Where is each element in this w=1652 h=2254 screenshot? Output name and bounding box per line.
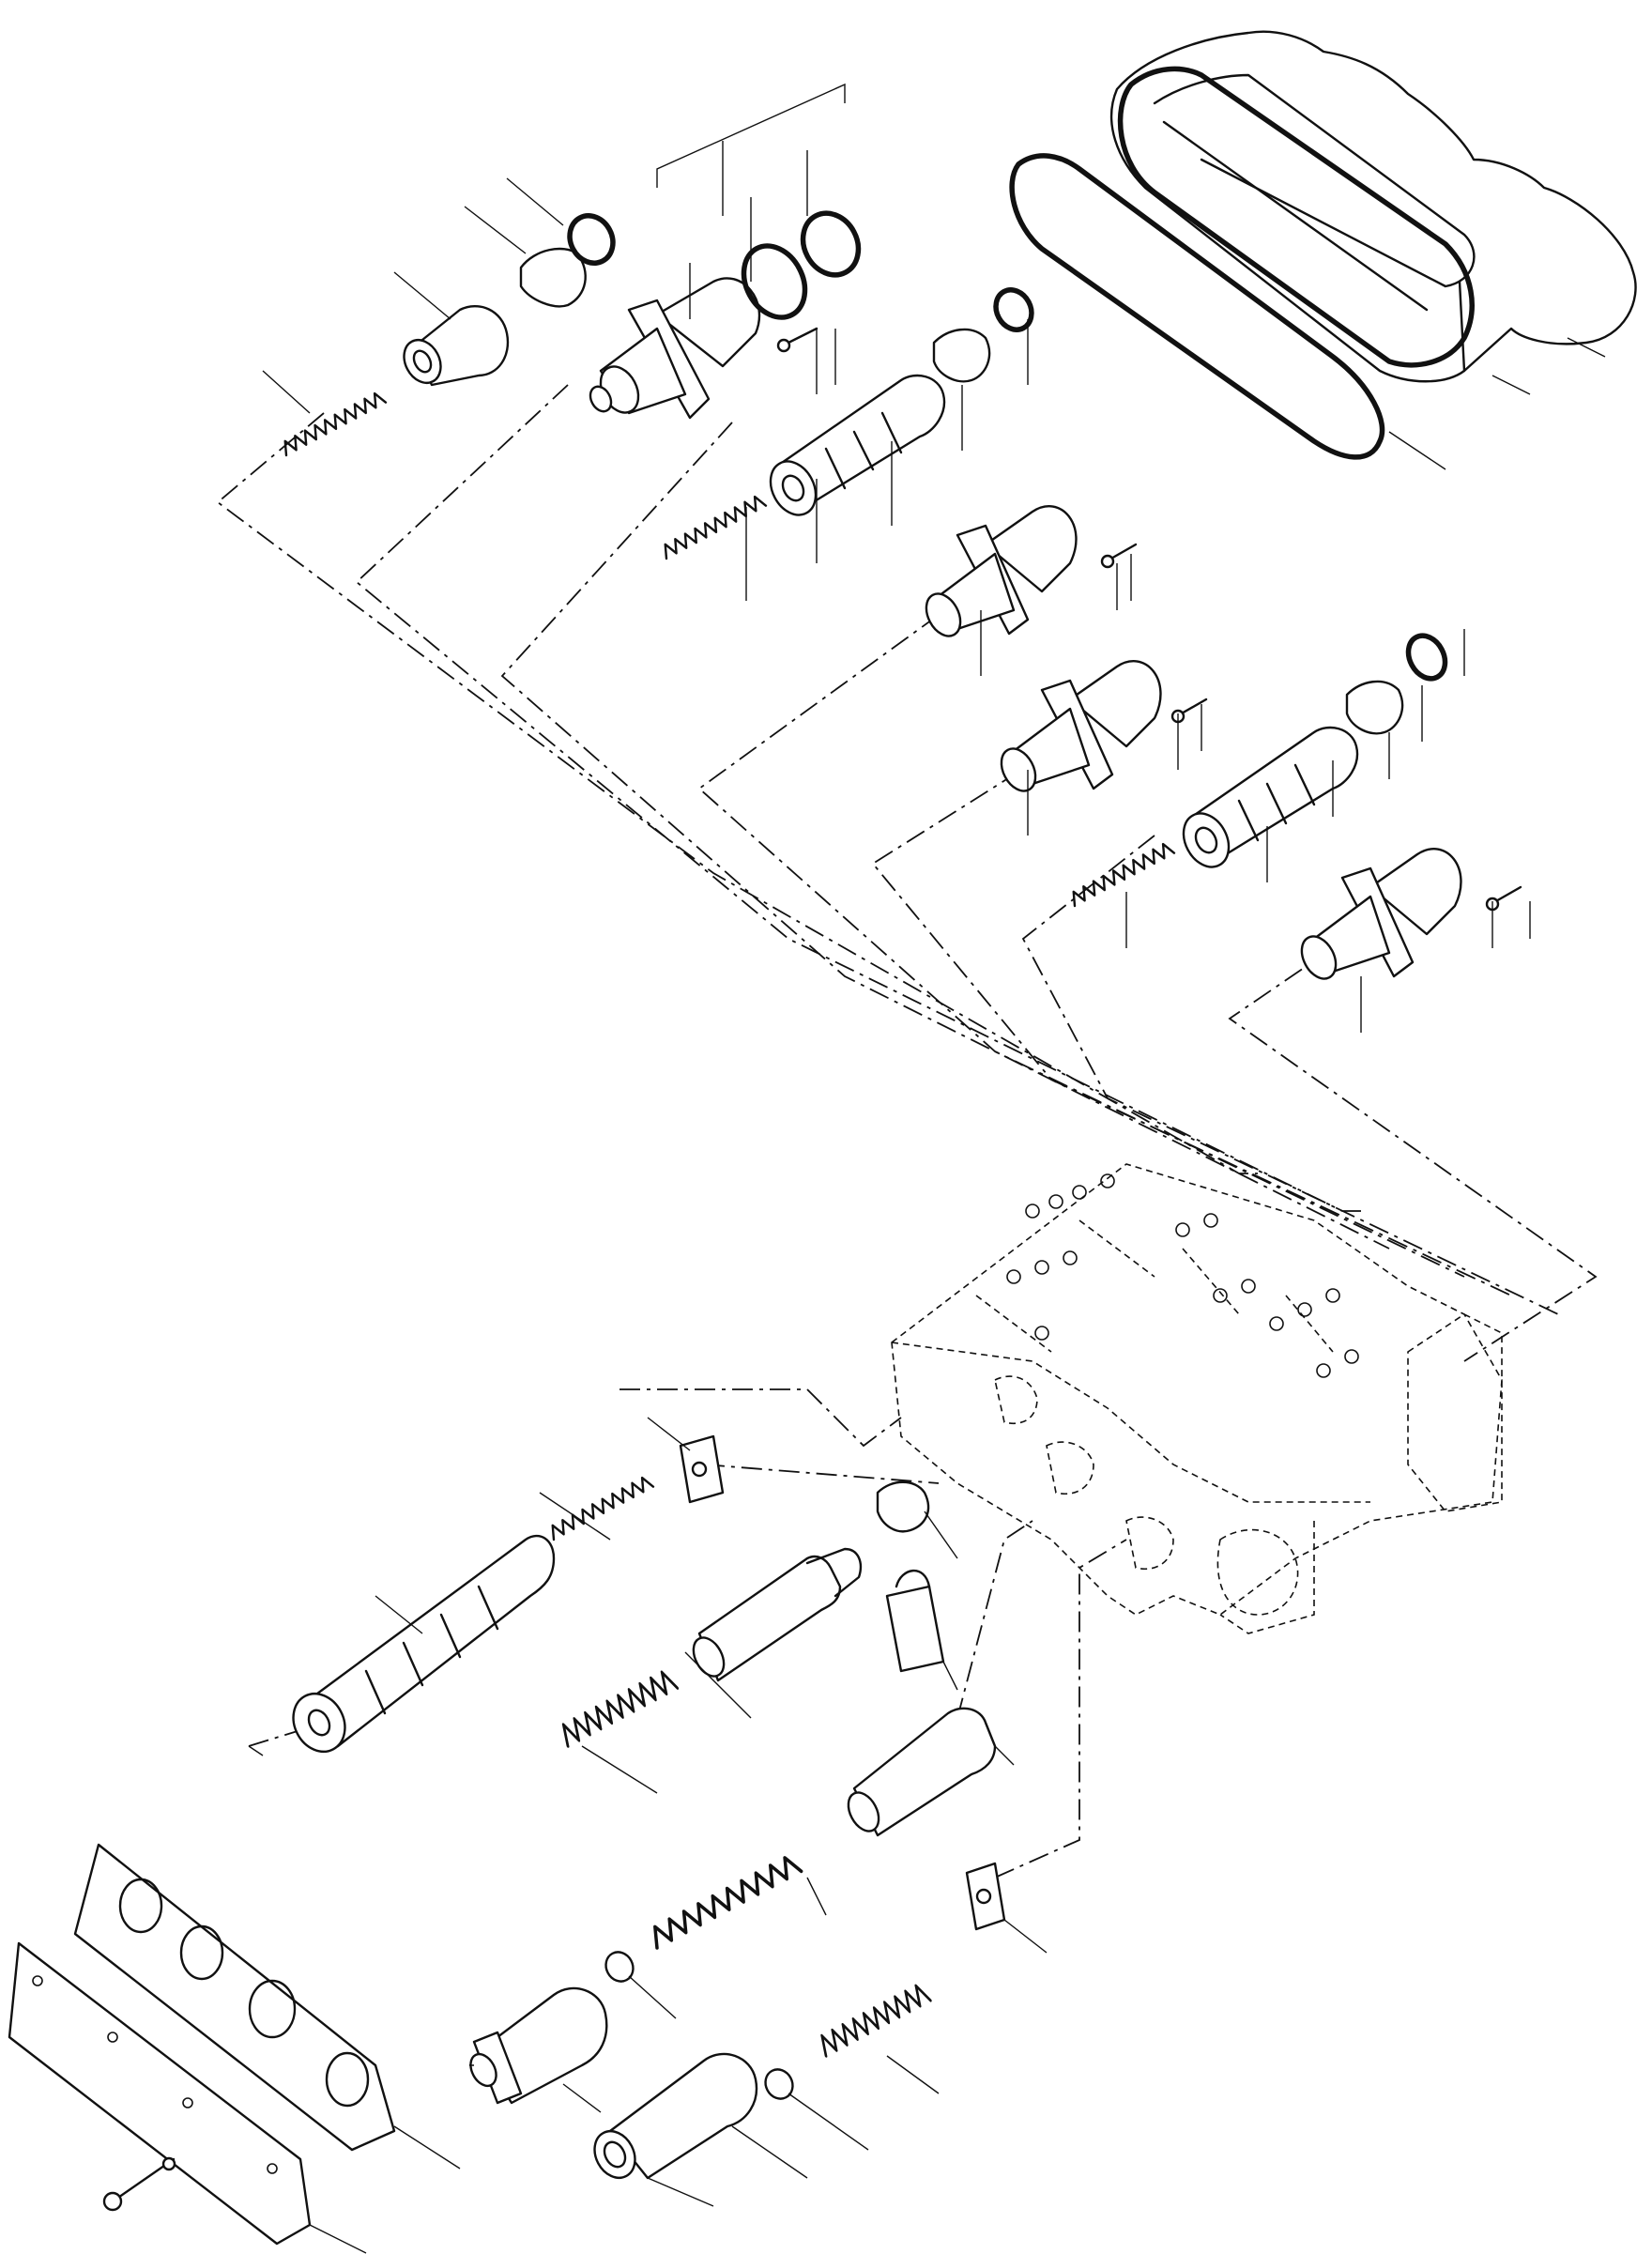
- spring-3: [1067, 840, 1176, 908]
- solenoid-2: [925, 505, 1078, 637]
- screw-1: [776, 327, 818, 353]
- spring-5: [556, 1667, 680, 1748]
- spring-6: [646, 1851, 803, 1950]
- washer-1: [604, 1951, 635, 1983]
- o-ring-3: [800, 210, 862, 278]
- washer-2: [764, 2068, 794, 2100]
- clip-1: [885, 1569, 945, 1673]
- o-ring-5: [1405, 633, 1448, 682]
- cover-gasket-large: [1117, 66, 1475, 368]
- screw-3: [1170, 698, 1208, 724]
- end-gasket: [73, 1843, 396, 2152]
- spring-4: [546, 1474, 655, 1541]
- end-plate: [8, 1941, 312, 2246]
- plate-small-1: [679, 1434, 725, 1504]
- solenoid-1: [589, 277, 761, 420]
- spool-1: [769, 374, 946, 516]
- spring-2: [659, 493, 768, 560]
- solenoid-4: [1300, 848, 1462, 980]
- plate-small-2: [965, 1862, 1006, 1931]
- valve-body-ports: [1006, 1173, 1359, 1378]
- plug-1: [469, 1986, 608, 2105]
- sleeve-2: [932, 328, 991, 383]
- valve-body: [891, 1163, 1503, 1634]
- routing-lines: [216, 384, 1598, 2066]
- piston-2: [847, 1707, 997, 1837]
- sleeve-1: [519, 247, 587, 308]
- spool-2: [1182, 726, 1359, 868]
- o-ring-1: [567, 213, 616, 266]
- o-ring-2: [741, 243, 808, 320]
- o-ring-4: [993, 287, 1034, 332]
- plunger-1: [403, 305, 510, 387]
- spring-7: [815, 1981, 932, 2058]
- callout-leaders: [248, 83, 1606, 2254]
- plug-2: [593, 2052, 758, 2180]
- cover-gasket-small: [1009, 153, 1385, 460]
- valve-cover: [1109, 30, 1637, 383]
- screw-2: [1100, 543, 1138, 569]
- bolt-1: [102, 2156, 176, 2212]
- solenoid-3: [1000, 660, 1162, 792]
- sleeve-3: [1345, 680, 1404, 735]
- piston-1: [692, 1547, 863, 1682]
- spool-long: [292, 1534, 556, 1753]
- cap-1: [876, 1480, 930, 1533]
